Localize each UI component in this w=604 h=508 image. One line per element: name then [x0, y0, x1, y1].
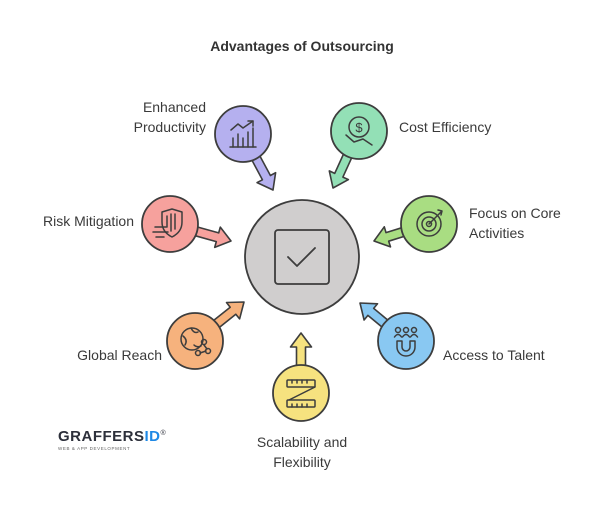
arrow-4: [289, 332, 313, 370]
node-circle-5: [166, 312, 224, 370]
label-global-reach: Global Reach: [77, 347, 162, 363]
label-access-to-talent: Access to Talent: [443, 347, 545, 363]
magnet-people-icon: [393, 326, 419, 357]
measuring-tape-icon: [286, 379, 316, 408]
label-cost-efficiency: Cost Efficiency: [399, 119, 492, 135]
graffersid-logo: GRAFFERSID® WEB & APP DEVELOPMENT: [58, 428, 167, 451]
dollar-coin-icon: $: [345, 116, 373, 146]
globe-network-icon: [180, 327, 212, 357]
node-circle-6: [141, 195, 199, 253]
target-icon: [416, 209, 443, 237]
node-circle-0: [214, 105, 272, 163]
label-risk-mitigation: Risk Mitigation: [42, 213, 134, 229]
node-circle-1: [330, 102, 388, 160]
diagram-title: Advantages of Outsourcing: [210, 38, 394, 54]
node-circle-4: [272, 364, 330, 422]
growth-chart-icon: [229, 120, 257, 148]
shield-wind-icon: [152, 208, 183, 238]
checkbox-icon: [274, 229, 330, 285]
svg-text:$: $: [355, 120, 363, 135]
center-circle: [244, 199, 360, 315]
node-circle-3: [377, 312, 435, 370]
